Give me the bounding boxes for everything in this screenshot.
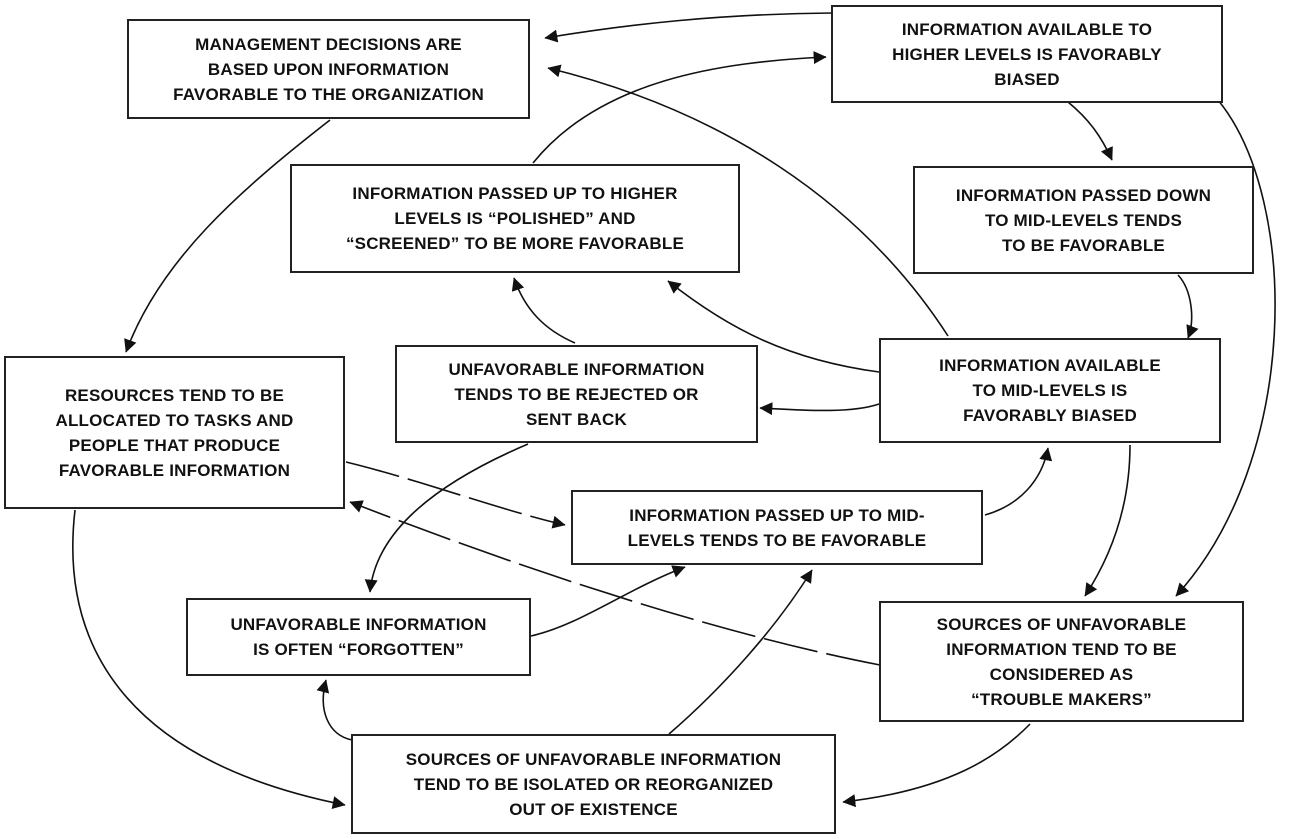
- node-unfavorable-rejected: UNFAVORABLE INFORMATION TENDS TO BE REJE…: [395, 345, 758, 443]
- node-label: INFORMATION PASSED DOWN TO MID-LEVELS TE…: [955, 185, 1212, 255]
- arrow-resources-allocated-to-info-passed-up-mid: [345, 461, 566, 529]
- arrow-info-available-mid-to-info-passed-up-higher: [667, 280, 880, 373]
- arrow-resources-allocated-to-sources-isolated: [72, 509, 346, 809]
- arrow-info-available-mid-to-unfavorable-rejected: [759, 402, 880, 416]
- node-info-available-higher: INFORMATION AVAILABLE TO HIGHER LEVELS I…: [831, 5, 1223, 103]
- arrow-unfavorable-forgotten-to-info-passed-up-mid: [530, 565, 686, 637]
- arrow-unfavorable-rejected-to-unfavorable-forgotten: [364, 443, 529, 593]
- node-label: UNFAVORABLE INFORMATION TENDS TO BE REJE…: [448, 359, 705, 429]
- node-label: INFORMATION AVAILABLE TO MID-LEVELS IS F…: [939, 356, 1161, 425]
- arrow-management-decisions-to-resources-allocated: [124, 119, 331, 353]
- arrow-info-passed-up-higher-to-info-available-higher: [532, 51, 827, 164]
- arrow-unfavorable-rejected-to-info-passed-up-higher: [511, 277, 576, 344]
- node-unfavorable-forgotten: UNFAVORABLE INFORMATION IS OFTEN “FORGOT…: [186, 598, 531, 676]
- arrow-sources-isolated-to-info-passed-up-mid: [668, 569, 813, 735]
- node-info-available-mid: INFORMATION AVAILABLE TO MID-LEVELS IS F…: [879, 338, 1221, 443]
- edge-group: [72, 12, 1276, 809]
- node-sources-trouble-makers: SOURCES OF UNFAVORABLE INFORMATION TEND …: [879, 601, 1244, 722]
- arrow-sources-trouble-makers-to-sources-isolated: [842, 723, 1031, 808]
- node-info-passed-up-mid: INFORMATION PASSED UP TO MID- LEVELS TEN…: [571, 490, 983, 565]
- node-label: INFORMATION AVAILABLE TO HIGHER LEVELS I…: [892, 19, 1162, 89]
- arrow-info-available-higher-to-management-decisions: [544, 12, 833, 43]
- node-info-passed-down-mid: INFORMATION PASSED DOWN TO MID-LEVELS TE…: [913, 166, 1254, 274]
- node-label: UNFAVORABLE INFORMATION IS OFTEN “FORGOT…: [230, 615, 487, 659]
- node-sources-isolated: SOURCES OF UNFAVORABLE INFORMATION TEND …: [351, 734, 836, 834]
- arrow-sources-isolated-to-unfavorable-forgotten: [316, 679, 353, 741]
- node-label: INFORMATION PASSED UP TO HIGHER LEVELS I…: [345, 184, 685, 253]
- arrow-info-passed-down-mid-to-info-available-mid: [1177, 274, 1199, 339]
- node-resources-allocated: RESOURCES TEND TO BE ALLOCATED TO TASKS …: [4, 356, 345, 509]
- arrow-info-passed-up-mid-to-info-available-mid: [984, 447, 1053, 516]
- node-label: SOURCES OF UNFAVORABLE INFORMATION TEND …: [405, 749, 782, 819]
- node-info-passed-up-higher: INFORMATION PASSED UP TO HIGHER LEVELS I…: [290, 164, 740, 273]
- node-label: SOURCES OF UNFAVORABLE INFORMATION TEND …: [936, 614, 1187, 709]
- node-label: INFORMATION PASSED UP TO MID- LEVELS TEN…: [627, 505, 927, 550]
- arrow-info-available-mid-to-sources-trouble-makers: [1084, 444, 1131, 597]
- node-label: MANAGEMENT DECISIONS ARE BASED UPON INFO…: [173, 34, 484, 104]
- arrow-info-available-higher-to-sources-trouble-makers: [1175, 99, 1276, 597]
- node-management-decisions: MANAGEMENT DECISIONS ARE BASED UPON INFO…: [127, 19, 530, 119]
- arrow-sources-trouble-makers-to-resources-allocated: [349, 500, 881, 666]
- node-label: RESOURCES TEND TO BE ALLOCATED TO TASKS …: [55, 385, 294, 480]
- arrow-info-available-higher-to-info-passed-down-mid: [1067, 101, 1113, 161]
- arrow-info-available-mid-to-management-decisions: [547, 64, 949, 337]
